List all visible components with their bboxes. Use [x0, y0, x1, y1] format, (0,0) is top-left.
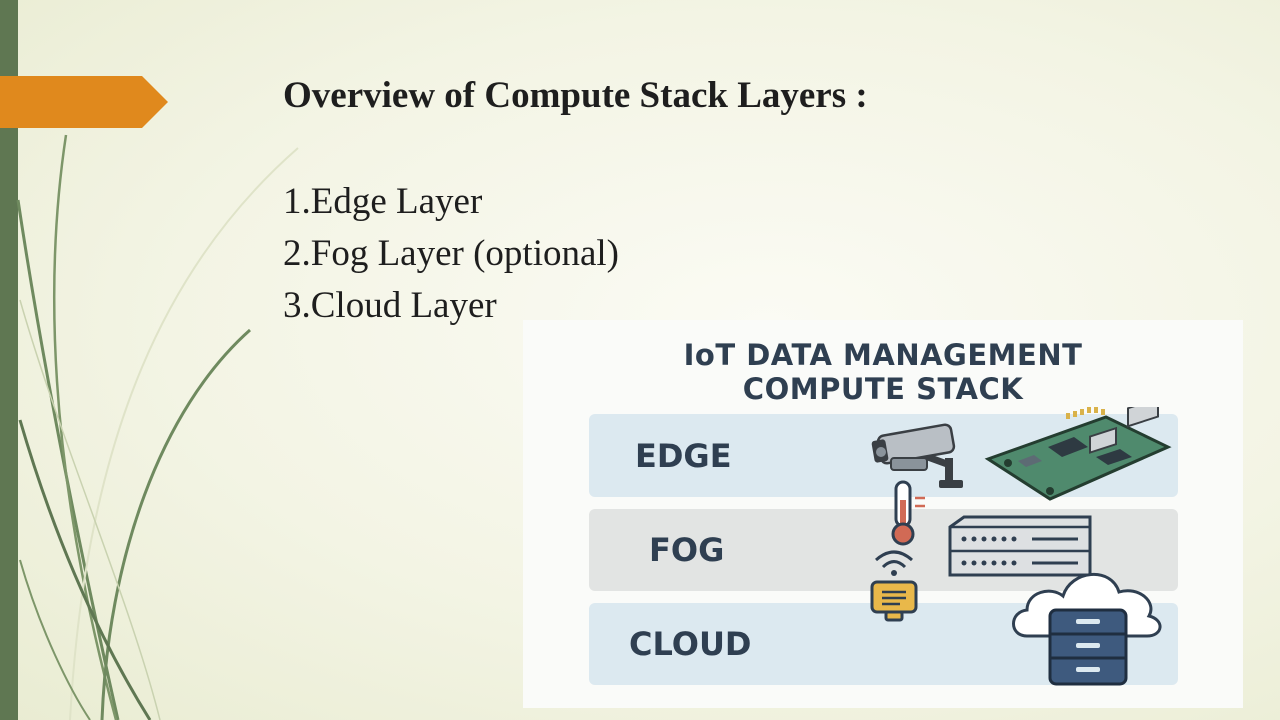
- decorative-grass: [16, 134, 299, 720]
- cloud-label: CLOUD: [629, 625, 752, 663]
- diagram-title-line1: IoT DATA MANAGEMENT: [683, 338, 1083, 372]
- fog-label: FOG: [649, 531, 725, 569]
- left-accent-bar: [0, 0, 18, 720]
- title-arrow-tab: [0, 76, 168, 128]
- thermometer-icon: [891, 480, 925, 546]
- server-icon: [1048, 608, 1128, 686]
- layer-item-cloud: 3.Cloud Layer: [283, 285, 497, 326]
- circuit-board-icon: [984, 407, 1172, 501]
- edge-label: EDGE: [635, 436, 732, 475]
- layer-item-fog: 2.Fog Layer (optional): [283, 233, 619, 274]
- compute-stack-diagram: IoT DATA MANAGEMENT COMPUTE STACK EDGE F…: [523, 320, 1243, 708]
- camera-icon: [871, 423, 963, 488]
- layer-item-edge: 1.Edge Layer: [283, 181, 483, 222]
- router-icon: [948, 515, 1092, 577]
- sensor-icon: [870, 580, 918, 622]
- diagram-title-line2: COMPUTE STACK: [742, 372, 1024, 406]
- layer-list: 1.Edge Layer 2.Fog Layer (optional) 3.Cl…: [283, 176, 619, 332]
- wifi-icon: [875, 550, 913, 576]
- slide-title: Overview of Compute Stack Layers :: [283, 75, 868, 116]
